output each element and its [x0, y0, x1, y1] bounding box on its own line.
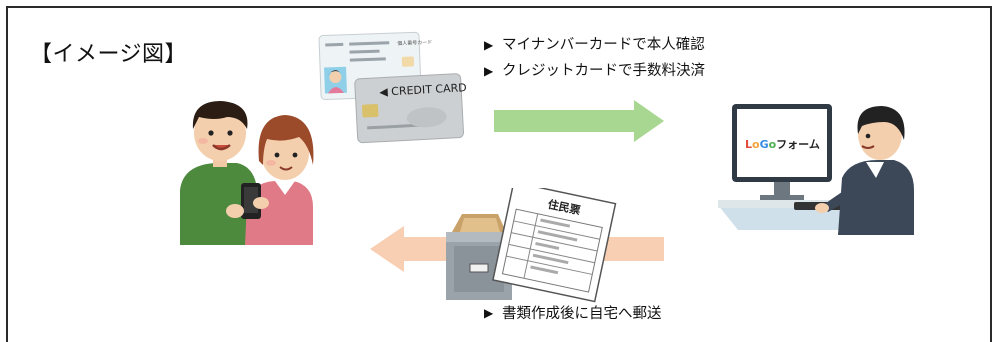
- logo-letter-g: G: [760, 138, 769, 151]
- bullet-text: クレジットカードで手数料決済: [502, 63, 705, 79]
- bullet-item-payment: ▶ クレジットカードで手数料決済: [484, 58, 705, 84]
- cards-illustration: 個人番号カード ◀ CREDIT CARD: [318, 31, 467, 144]
- document-title: 住民票: [547, 197, 582, 218]
- bullet-item-mail: ▶ 書類作成後に自宅へ郵送: [484, 302, 662, 323]
- credit-card-label: ◀ CREDIT CARD: [379, 81, 467, 99]
- top-bullet-list: ▶ マイナンバーカードで本人確認 ▶ クレジットカードで手数料決済: [484, 32, 705, 84]
- bullet-icon: ▶: [484, 305, 494, 320]
- bullet-icon: ▶: [484, 38, 494, 52]
- diagram-title: 【イメージ図】: [30, 42, 188, 67]
- computer-operator-illustration: LoGoフォーム: [718, 104, 914, 235]
- arrow-right-icon: [494, 100, 664, 142]
- my-number-card-label: 個人番号カード: [397, 39, 432, 47]
- cabinet-document-illustration: 住民票: [446, 188, 617, 303]
- bottom-bullet: ▶ 書類作成後に自宅へ郵送: [484, 302, 662, 323]
- couple-with-phone-illustration: [180, 101, 314, 245]
- bullet-text: 書類作成後に自宅へ郵送: [502, 306, 662, 322]
- logo-suffix: フォーム: [776, 138, 820, 151]
- bullet-item-identity: ▶ マイナンバーカードで本人確認: [484, 32, 705, 58]
- credit-card: ◀ CREDIT CARD: [354, 73, 467, 144]
- bullet-text: マイナンバーカードで本人確認: [502, 37, 705, 53]
- bullet-icon: ▶: [484, 64, 494, 78]
- logo-letter-o1: o: [752, 138, 760, 151]
- resident-certificate-document: 住民票: [492, 188, 617, 303]
- monitor-logo: LoGoフォーム: [745, 138, 820, 151]
- logo-letter-o2: o: [769, 138, 777, 151]
- logo-letter-l: L: [745, 138, 752, 151]
